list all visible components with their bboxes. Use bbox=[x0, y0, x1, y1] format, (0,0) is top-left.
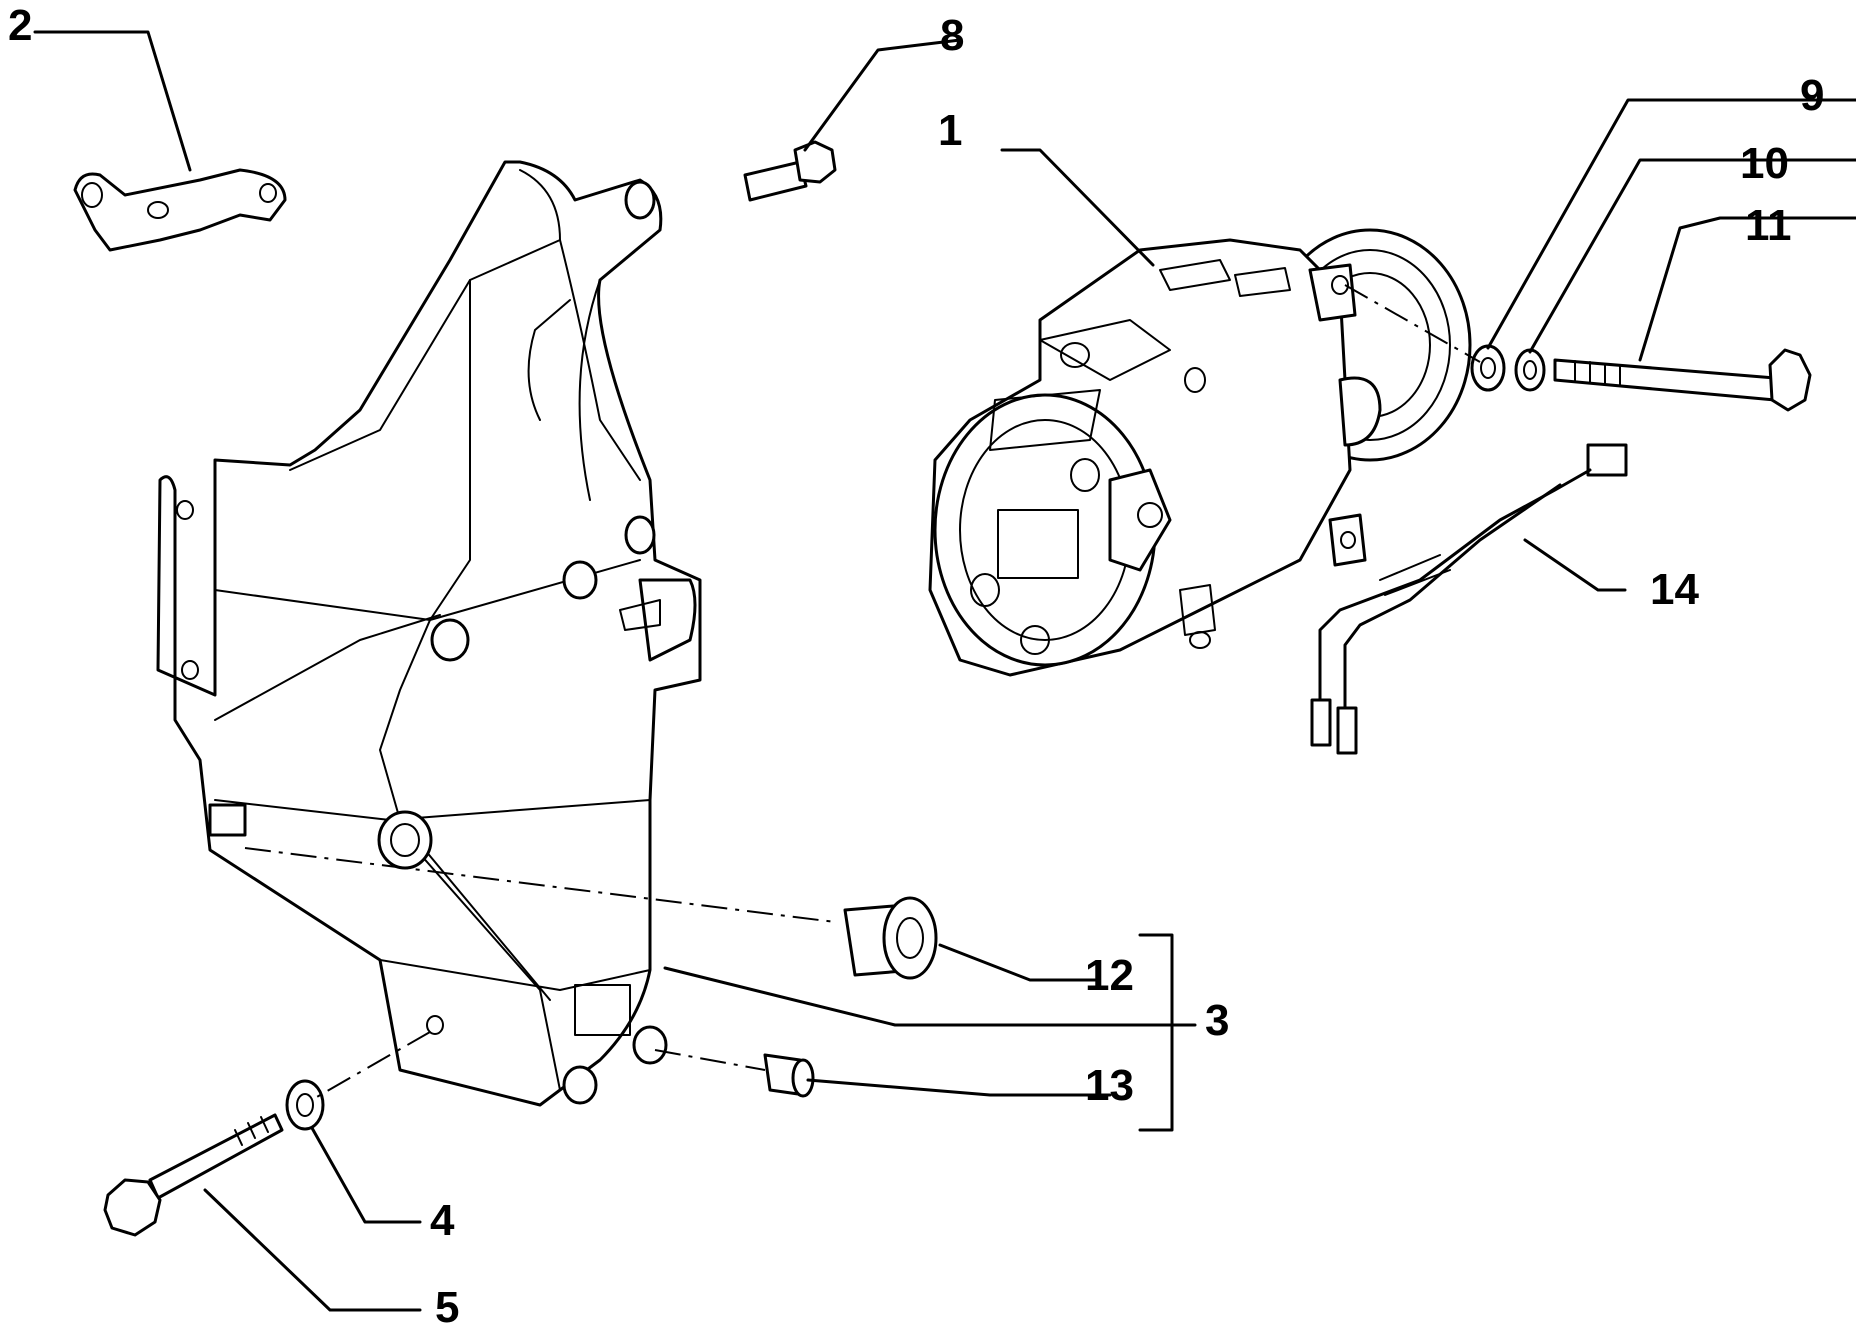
washer-part-10 bbox=[1514, 348, 1546, 392]
washer-part-4 bbox=[285, 1079, 325, 1131]
bolt-part-5 bbox=[103, 1113, 284, 1237]
callout-14: 14 bbox=[1650, 565, 1699, 614]
callout-1: 1 bbox=[938, 106, 962, 155]
leader-lines bbox=[33, 30, 1856, 1312]
alignment-axes bbox=[244, 284, 1481, 1099]
callout-12: 12 bbox=[1085, 951, 1134, 1000]
sleeve-part-13 bbox=[763, 1053, 815, 1098]
callout-10: 10 bbox=[1740, 139, 1789, 188]
callout-4: 4 bbox=[430, 1196, 455, 1245]
mounting-bracket-part-3 bbox=[156, 160, 702, 1107]
callout-13: 13 bbox=[1085, 1061, 1134, 1110]
small-bracket-part-2 bbox=[73, 168, 287, 252]
callout-2: 2 bbox=[8, 1, 32, 50]
callout-9: 9 bbox=[1800, 71, 1824, 120]
callout-11: 11 bbox=[1745, 201, 1792, 250]
callout-8: 8 bbox=[940, 11, 964, 60]
bolt-part-8 bbox=[743, 140, 837, 202]
compressor-part-1 bbox=[928, 228, 1472, 677]
callout-labels: 2 8 1 9 10 11 14 12 3 13 4 5 bbox=[8, 1, 1824, 1326]
bolt-part-11 bbox=[1553, 348, 1812, 412]
bushing-part-12 bbox=[843, 896, 938, 980]
wiring-harness-part-14 bbox=[1310, 443, 1628, 755]
washer-part-9 bbox=[1470, 344, 1506, 392]
callout-3: 3 bbox=[1205, 996, 1229, 1045]
callout-5: 5 bbox=[435, 1283, 459, 1326]
